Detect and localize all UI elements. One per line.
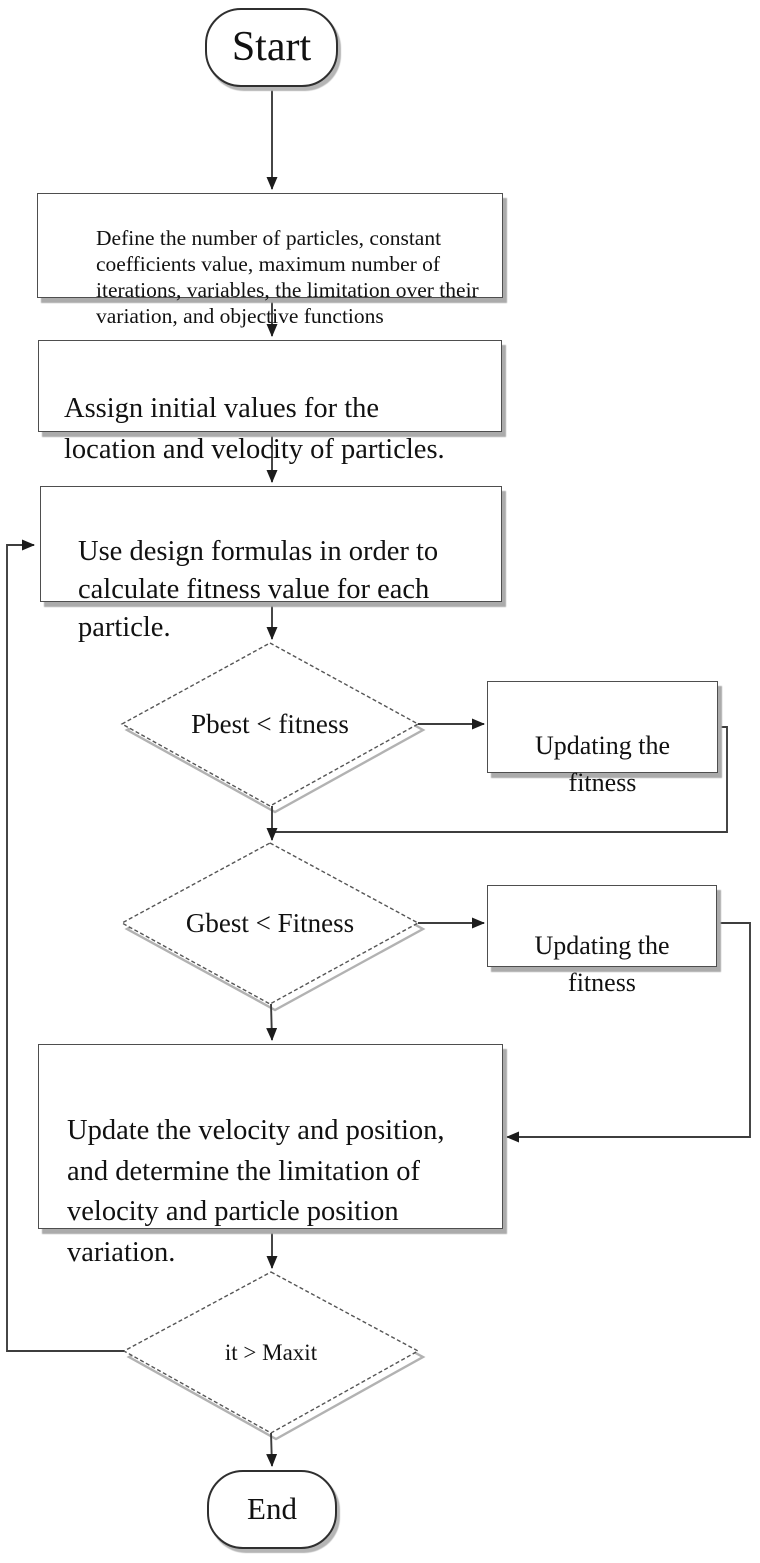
gbest-decision: Gbest < Fitness: [122, 843, 418, 1004]
define-parameters-label: Define the number of particles, constant…: [96, 226, 479, 328]
gbest-decision-label: Gbest < Fitness: [185, 908, 355, 938]
pbest-decision: Pbest < fitness: [122, 643, 418, 806]
end-node: End: [207, 1470, 337, 1549]
gbest-diamond: [120, 842, 420, 1005]
update-velocity-position-label: Update the velocity and position, and de…: [67, 1115, 445, 1268]
edge-updating1-return: [273, 726, 728, 833]
assign-initial-values-box: Assign initial values for the location a…: [38, 340, 502, 465]
end-label: End: [247, 1491, 297, 1527]
edge-updating2-update: [506, 922, 751, 1143]
maxit-decision-label: it > Maxit: [224, 1339, 318, 1365]
updating-fitness-box-2: Updating the fitness: [487, 885, 717, 997]
diamonds: [120, 642, 420, 1434]
start-label: Start: [231, 23, 312, 70]
define-parameters-box: Define the number of particles, constant…: [37, 193, 503, 328]
updating-fitness-label-2: Updating the fitness: [534, 930, 670, 998]
edge-gbest-update: [266, 1003, 278, 1041]
pbest-diamond: [120, 642, 420, 807]
updating-fitness-box-1: Updating the fitness: [487, 681, 718, 797]
update-velocity-position-box: Update the velocity and position, and de…: [38, 1044, 503, 1268]
pbest-decision-label: Pbest < fitness: [191, 709, 349, 739]
calculate-fitness-box: Use design formulas in order to calculat…: [40, 486, 502, 643]
calculate-fitness-label: Use design formulas in order to calculat…: [78, 535, 439, 643]
connectors: [6, 88, 751, 1467]
assign-initial-values-label: Assign initial values for the location a…: [64, 393, 445, 465]
updating-fitness-label-1: Updating the fitness: [534, 730, 671, 798]
edge-maxit-end: [266, 1432, 278, 1467]
start-node: Start: [205, 8, 338, 87]
edge-maxit-fitness-loop: [6, 539, 124, 1352]
maxit-decision: it > Maxit: [124, 1272, 418, 1433]
